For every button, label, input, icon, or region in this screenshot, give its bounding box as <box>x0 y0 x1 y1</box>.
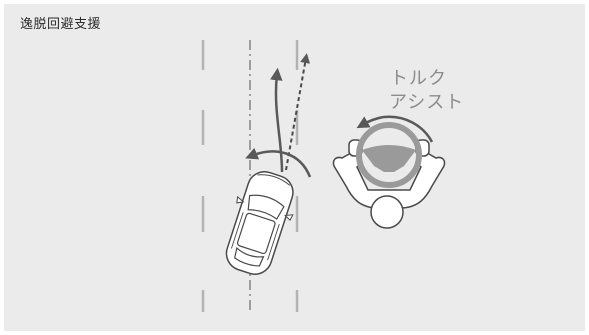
torque-assist-label-line1: トルク <box>390 64 447 90</box>
departure-path-arrow <box>286 58 306 170</box>
steering-wheel-icon <box>359 125 419 185</box>
torque-assist-label-line2: アシスト <box>389 88 464 114</box>
car-icon <box>216 165 303 280</box>
corrected-path-arrow <box>276 74 282 172</box>
driver-head <box>371 196 403 228</box>
figure-title: 逸脱回避支援 <box>20 13 101 32</box>
